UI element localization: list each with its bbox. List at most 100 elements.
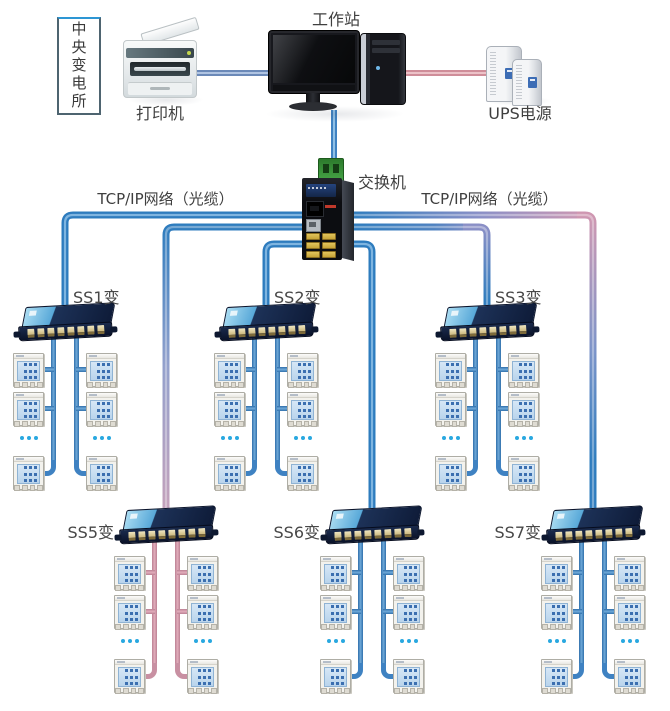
ups-logo <box>527 77 537 89</box>
power-meter <box>393 556 424 591</box>
meter-lcd <box>118 667 141 687</box>
central-substation-box: 中央变电所 <box>57 17 101 115</box>
meter-lcd <box>545 667 568 687</box>
meter-lcd <box>17 400 40 420</box>
power-meter <box>86 353 117 388</box>
meter-lcd <box>618 564 641 584</box>
network-label-left: TCP/IP网络（光缆） <box>97 190 234 208</box>
power-meter <box>114 659 145 694</box>
link-ss3-vertical <box>463 223 491 305</box>
meter-lcd <box>618 667 641 687</box>
meter-lcd <box>512 464 535 484</box>
mounting-ear <box>417 529 425 536</box>
meter-stub <box>44 367 54 372</box>
mounting-ear <box>435 331 443 338</box>
bus-bend-right <box>496 460 508 476</box>
meter-stub <box>351 609 361 614</box>
meter-stub <box>572 570 582 575</box>
serial-device-server <box>114 505 219 547</box>
network-label-right: TCP/IP网络（光缆） <box>421 190 558 208</box>
meter-lcd <box>118 603 141 623</box>
meter-stub <box>383 570 393 575</box>
mounting-ear <box>541 534 549 541</box>
substation-label: SS2变 <box>274 288 321 307</box>
power-meter <box>508 353 539 388</box>
bus-bend-right <box>381 663 393 679</box>
meter-stub <box>466 367 476 372</box>
switch-label-sticker <box>306 184 336 197</box>
meter-lcd <box>118 564 141 584</box>
meter-lcd <box>90 400 113 420</box>
rs485-bus-left <box>252 337 257 463</box>
more-meters-ellipsis <box>327 639 345 643</box>
power-meter <box>214 353 245 388</box>
monitor-base <box>289 102 337 111</box>
meter-lcd <box>618 603 641 623</box>
bus-bend-left <box>44 460 56 476</box>
bus-bend-left <box>351 663 363 679</box>
meter-lcd <box>397 564 420 584</box>
power-meter <box>393 595 424 630</box>
power-meter <box>287 456 318 491</box>
meter-lcd <box>512 400 535 420</box>
power-meter <box>287 392 318 427</box>
substation-cluster-ss1: SS1变 <box>5 288 125 495</box>
mounting-ear <box>320 534 328 541</box>
meter-stub <box>466 406 476 411</box>
meter-stub <box>277 367 287 372</box>
bus-bend-left <box>145 663 157 679</box>
meter-lcd <box>191 603 214 623</box>
bus-bend-left <box>572 663 584 679</box>
printer-control-panel <box>126 48 194 58</box>
power-meter <box>187 556 218 591</box>
rs485-bus-right <box>602 540 607 666</box>
more-meters-ellipsis <box>121 639 139 643</box>
meter-lcd <box>512 361 535 381</box>
substation-label: SS1变 <box>73 288 120 307</box>
meter-stub <box>277 406 287 411</box>
more-meters-ellipsis <box>621 639 639 643</box>
bus-bend-left <box>466 460 478 476</box>
bus-bend-left <box>245 460 257 476</box>
meter-lcd <box>191 667 214 687</box>
power-meter <box>541 659 572 694</box>
switch-front-panel <box>302 178 342 260</box>
printer-label: 打印机 <box>135 104 184 123</box>
bus-bend-right <box>602 663 614 679</box>
link-ss5-highlight <box>164 225 332 508</box>
serial-device-server <box>214 302 319 344</box>
rs485-bus-left <box>152 540 157 666</box>
meter-lcd <box>17 361 40 381</box>
printer-body <box>123 40 197 98</box>
power-meter <box>614 556 645 591</box>
central-substation-label: 中央变电所 <box>69 21 88 111</box>
substation-label: SS5变 <box>67 523 115 542</box>
meter-lcd <box>397 603 420 623</box>
link-ss6 <box>340 240 376 508</box>
meter-lcd <box>218 400 241 420</box>
ups <box>484 42 556 106</box>
substation-cluster-ss6: SS6变 <box>274 505 432 698</box>
power-meter <box>187 659 218 694</box>
meter-stub <box>604 570 614 575</box>
power-meter <box>393 659 424 694</box>
meter-lcd <box>191 564 214 584</box>
meter-lcd <box>545 603 568 623</box>
printer <box>121 16 200 100</box>
meter-lcd <box>218 464 241 484</box>
meter-stub <box>44 406 54 411</box>
rs485-bus-right <box>381 540 386 666</box>
substation-label: SS6变 <box>273 523 321 542</box>
workstation <box>268 28 408 113</box>
meter-stub <box>177 570 187 575</box>
printer-output-slot <box>130 62 190 76</box>
mounting-ear <box>110 326 118 333</box>
meter-stub <box>498 406 508 411</box>
power-meter <box>541 595 572 630</box>
link-ss2-highlight <box>264 242 332 305</box>
meter-lcd <box>218 361 241 381</box>
power-meter <box>508 456 539 491</box>
rs485-bus-left <box>579 540 584 666</box>
power-meter <box>187 595 218 630</box>
power-meter <box>614 659 645 694</box>
